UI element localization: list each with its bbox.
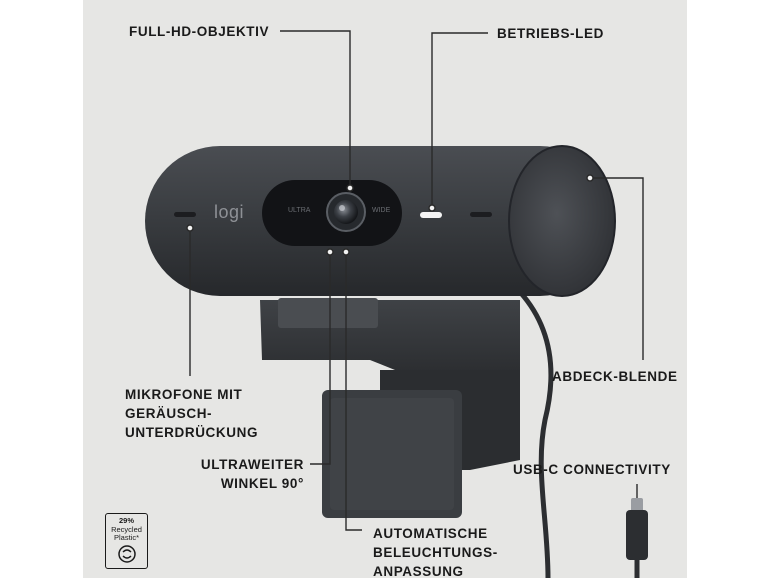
lens (334, 200, 358, 224)
usb-c-connector (626, 498, 648, 578)
callout-privacy-shutter: ABDECK-BLENDE (552, 369, 678, 384)
logi-logo: logi (214, 202, 245, 222)
callout-usb: USB-C CONNECTIVITY (513, 462, 671, 477)
recycle-icon (117, 544, 136, 563)
privacy-shutter-cap (509, 146, 615, 296)
mount-clip (260, 298, 520, 518)
lens-right-text: WIDE (372, 207, 391, 214)
callout-light-correction: AUTOMATISCHE BELEUCHTUNGS- ANPASSUNG (373, 526, 498, 579)
callout-lens: FULL-HD-OBJEKTIV (129, 24, 270, 39)
badge-line1: Recycled (111, 524, 142, 534)
leader-light (345, 252, 362, 531)
leader-ultrawide (310, 252, 331, 465)
leader-lens (280, 30, 351, 188)
mic-left (174, 212, 196, 217)
leader-led (431, 32, 488, 208)
callout-mics: MIKROFONE MIT GERÄUSCH- UNTERDRÜCKUNG (125, 387, 259, 440)
leader-lines (186, 30, 644, 531)
mic-right (470, 212, 492, 217)
leader-shutter (590, 177, 644, 360)
status-led (420, 212, 442, 218)
recycled-plastic-badge: 29% Recycled Plastic* (105, 513, 148, 569)
callout-led: BETRIEBS-LED (497, 26, 604, 41)
badge-percent: 29% (118, 516, 134, 525)
usb-cable (517, 289, 554, 578)
callout-ultrawide: ULTRAWEITER WINKEL 90° (200, 457, 304, 491)
badge-line2: Plastic* (113, 533, 139, 542)
camera-body (145, 145, 616, 297)
lens-left-text: ULTRA (288, 207, 311, 214)
